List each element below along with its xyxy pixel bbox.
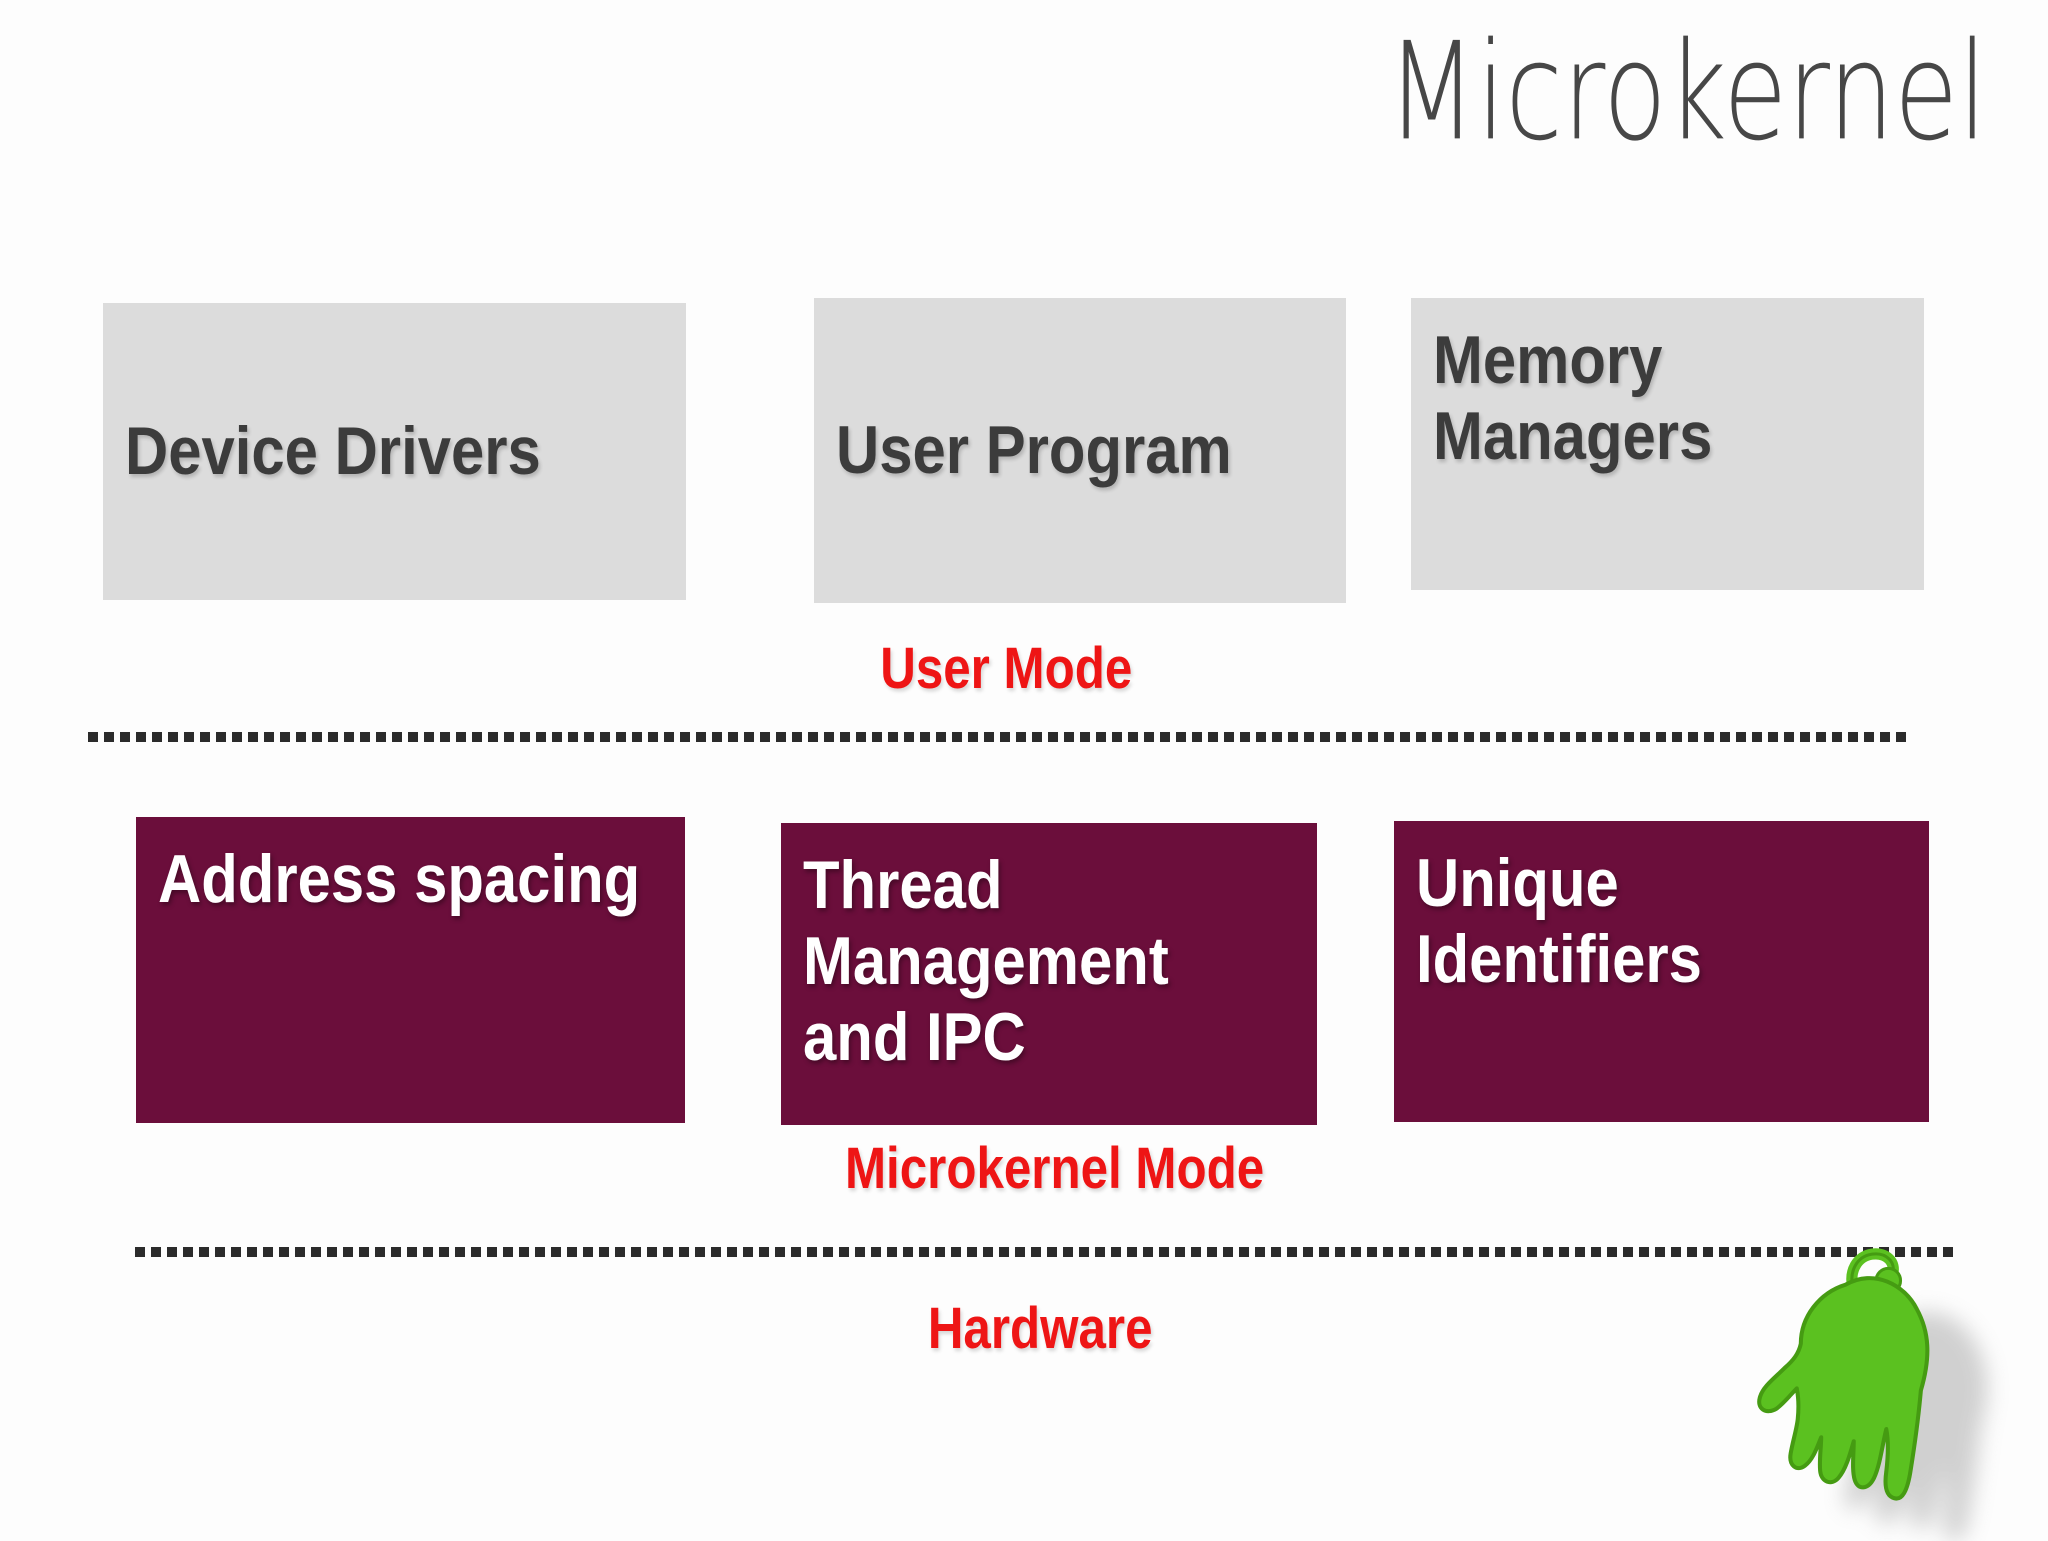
user-program-label: User Program — [836, 412, 1232, 489]
memory-managers-box: Memory Managers — [1411, 298, 1924, 590]
address-spacing-box: Address spacing — [136, 817, 685, 1123]
slide-title: Microkernel — [1386, 12, 1987, 171]
user-program-box: User Program — [814, 298, 1346, 603]
unique-identifiers-label: Unique Identifiers — [1416, 845, 1702, 998]
address-spacing-label: Address spacing — [158, 841, 641, 917]
unique-identifiers-box: Unique Identifiers — [1394, 821, 1929, 1122]
hardware-caption: Hardware — [927, 1296, 1153, 1361]
thread-management-ipc-box: Thread Management and IPC — [781, 823, 1317, 1125]
device-drivers-label: Device Drivers — [125, 413, 541, 490]
microkernel-mode-caption: Microkernel Mode — [845, 1136, 1265, 1201]
user-mode-separator-dotted-line — [88, 732, 1908, 742]
thread-management-ipc-label: Thread Management and IPC — [803, 847, 1169, 1076]
user-mode-caption: User Mode — [879, 636, 1133, 701]
memory-managers-label: Memory Managers — [1433, 322, 1713, 475]
green-hand-mascot-icon — [1752, 1248, 1988, 1541]
device-drivers-box: Device Drivers — [103, 303, 686, 600]
hardware-separator-dotted-line — [135, 1247, 1955, 1257]
